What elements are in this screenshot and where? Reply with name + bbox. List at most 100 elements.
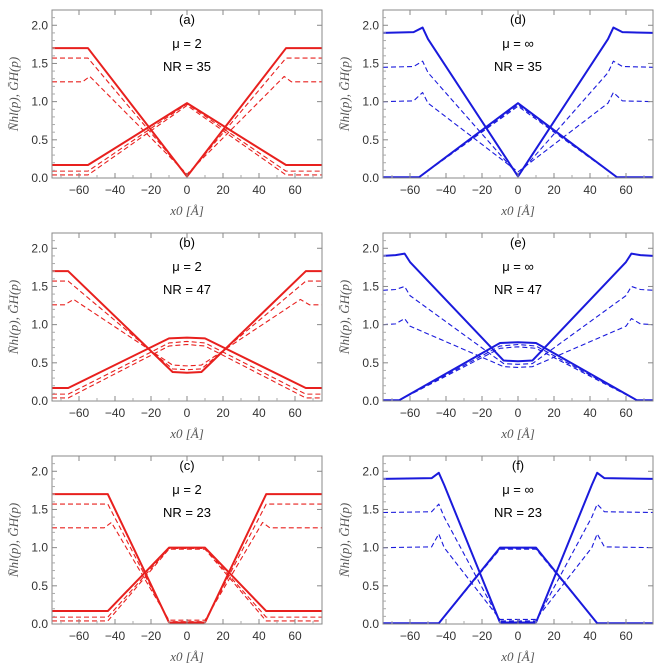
x-tick-label: −20 bbox=[472, 629, 493, 643]
y-tick-label: 1.0 bbox=[31, 95, 48, 109]
panel-label: (a) bbox=[179, 12, 195, 27]
x-axis-label: x0 [Å] bbox=[500, 649, 535, 664]
y-tick-label: 0.0 bbox=[31, 617, 48, 631]
x-tick-label: −40 bbox=[105, 406, 126, 420]
y-tick-label: 1.0 bbox=[362, 95, 379, 109]
x-tick-label: −40 bbox=[436, 629, 457, 643]
x-tick-label: 0 bbox=[184, 406, 191, 420]
x-tick-label: 60 bbox=[619, 183, 633, 197]
series-group bbox=[52, 270, 322, 399]
y-tick-label: 0.5 bbox=[31, 579, 48, 593]
x-tick-label: −40 bbox=[436, 183, 457, 197]
series-line-dashed-1 bbox=[52, 280, 322, 371]
x-tick-label: 40 bbox=[252, 629, 266, 643]
y-tick-label: 2.0 bbox=[31, 464, 48, 478]
y-tick-label: 0.5 bbox=[362, 356, 379, 370]
panel-label: (c) bbox=[179, 458, 194, 473]
x-tick-label: 0 bbox=[184, 629, 191, 643]
series-line-dashed-5 bbox=[383, 548, 653, 624]
series-line-dashed-4 bbox=[52, 103, 322, 172]
series-line-dashed-1 bbox=[383, 503, 653, 622]
nr-label: NR = 35 bbox=[494, 59, 542, 74]
series-line-dashed-1 bbox=[383, 285, 653, 365]
series-line-solid-3 bbox=[52, 336, 322, 390]
x-axis-label: x0 [Å] bbox=[500, 203, 535, 218]
nr-label: NR = 23 bbox=[494, 505, 542, 520]
x-tick-label: 20 bbox=[547, 406, 561, 420]
x-tick-label: −60 bbox=[69, 629, 90, 643]
series-line-dashed-5 bbox=[52, 104, 322, 176]
x-tick-label: 40 bbox=[583, 406, 597, 420]
mu-label: μ = ∞ bbox=[502, 36, 534, 51]
series-line-dashed-1 bbox=[52, 57, 322, 177]
x-tick-label: 60 bbox=[288, 629, 302, 643]
x-tick-label: −60 bbox=[69, 406, 90, 420]
x-tick-label: −60 bbox=[400, 183, 421, 197]
y-tick-label: 0.0 bbox=[31, 171, 48, 185]
series-line-dashed-4 bbox=[383, 104, 653, 178]
series-line-solid-3 bbox=[383, 546, 653, 624]
y-tick-label: 1.5 bbox=[31, 56, 48, 70]
y-tick-label: 1.5 bbox=[31, 279, 48, 293]
x-tick-label: −60 bbox=[400, 629, 421, 643]
x-tick-label: −40 bbox=[436, 406, 457, 420]
y-tick-label: 2.0 bbox=[362, 464, 379, 478]
series-line-dashed-5 bbox=[52, 343, 322, 399]
mu-label: μ = 2 bbox=[172, 36, 202, 51]
x-tick-label: 60 bbox=[619, 406, 633, 420]
x-tick-label: −20 bbox=[472, 406, 493, 420]
panel-label: (b) bbox=[179, 235, 195, 250]
x-tick-label: 20 bbox=[216, 406, 230, 420]
y-axis-label: N̄hl(p), ḠH(p) bbox=[6, 503, 21, 578]
x-tick-label: 20 bbox=[547, 629, 561, 643]
x-tick-label: −20 bbox=[141, 406, 162, 420]
x-tick-label: 0 bbox=[515, 183, 522, 197]
x-axis-label: x0 [Å] bbox=[169, 426, 204, 441]
series-line-solid-3 bbox=[383, 341, 653, 401]
series-line-dashed-5 bbox=[383, 105, 653, 178]
x-tick-label: −20 bbox=[472, 183, 493, 197]
series-line-dashed-5 bbox=[52, 548, 322, 622]
x-tick-label: 60 bbox=[288, 183, 302, 197]
x-tick-label: 20 bbox=[216, 183, 230, 197]
x-tick-label: 40 bbox=[252, 183, 266, 197]
series-line-dashed-2 bbox=[383, 91, 653, 173]
series-group bbox=[383, 26, 653, 178]
x-tick-label: −40 bbox=[105, 183, 126, 197]
series-line-solid-3 bbox=[52, 102, 322, 167]
x-tick-label: −20 bbox=[141, 183, 162, 197]
series-line-solid-3 bbox=[383, 102, 653, 178]
y-tick-label: 1.0 bbox=[362, 318, 379, 332]
x-tick-label: 60 bbox=[288, 406, 302, 420]
series-line-solid-3 bbox=[52, 546, 322, 613]
y-tick-label: 0.0 bbox=[362, 394, 379, 408]
y-tick-label: 2.0 bbox=[362, 241, 379, 255]
x-tick-label: 20 bbox=[547, 183, 561, 197]
y-axis-label: N̄hl(p), ḠH(p) bbox=[6, 280, 21, 355]
series-line-dashed-5 bbox=[383, 346, 653, 401]
mu-label: μ = 2 bbox=[172, 259, 202, 274]
y-tick-label: 2.0 bbox=[31, 18, 48, 32]
x-tick-label: 0 bbox=[515, 406, 522, 420]
series-line-dashed-2 bbox=[52, 75, 322, 175]
y-tick-label: 1.5 bbox=[31, 502, 48, 516]
y-tick-label: 1.0 bbox=[31, 318, 48, 332]
y-tick-label: 2.0 bbox=[31, 241, 48, 255]
x-tick-label: 40 bbox=[252, 406, 266, 420]
y-tick-label: 1.5 bbox=[362, 56, 379, 70]
y-tick-label: 0.5 bbox=[362, 133, 379, 147]
x-tick-label: 40 bbox=[583, 183, 597, 197]
series-line-dashed-1 bbox=[52, 503, 322, 623]
y-tick-label: 0.0 bbox=[31, 394, 48, 408]
x-tick-label: 20 bbox=[216, 629, 230, 643]
series-line-dashed-4 bbox=[383, 547, 653, 624]
y-tick-label: 0.5 bbox=[362, 579, 379, 593]
mu-label: μ = ∞ bbox=[502, 482, 534, 497]
y-tick-label: 1.0 bbox=[362, 541, 379, 555]
